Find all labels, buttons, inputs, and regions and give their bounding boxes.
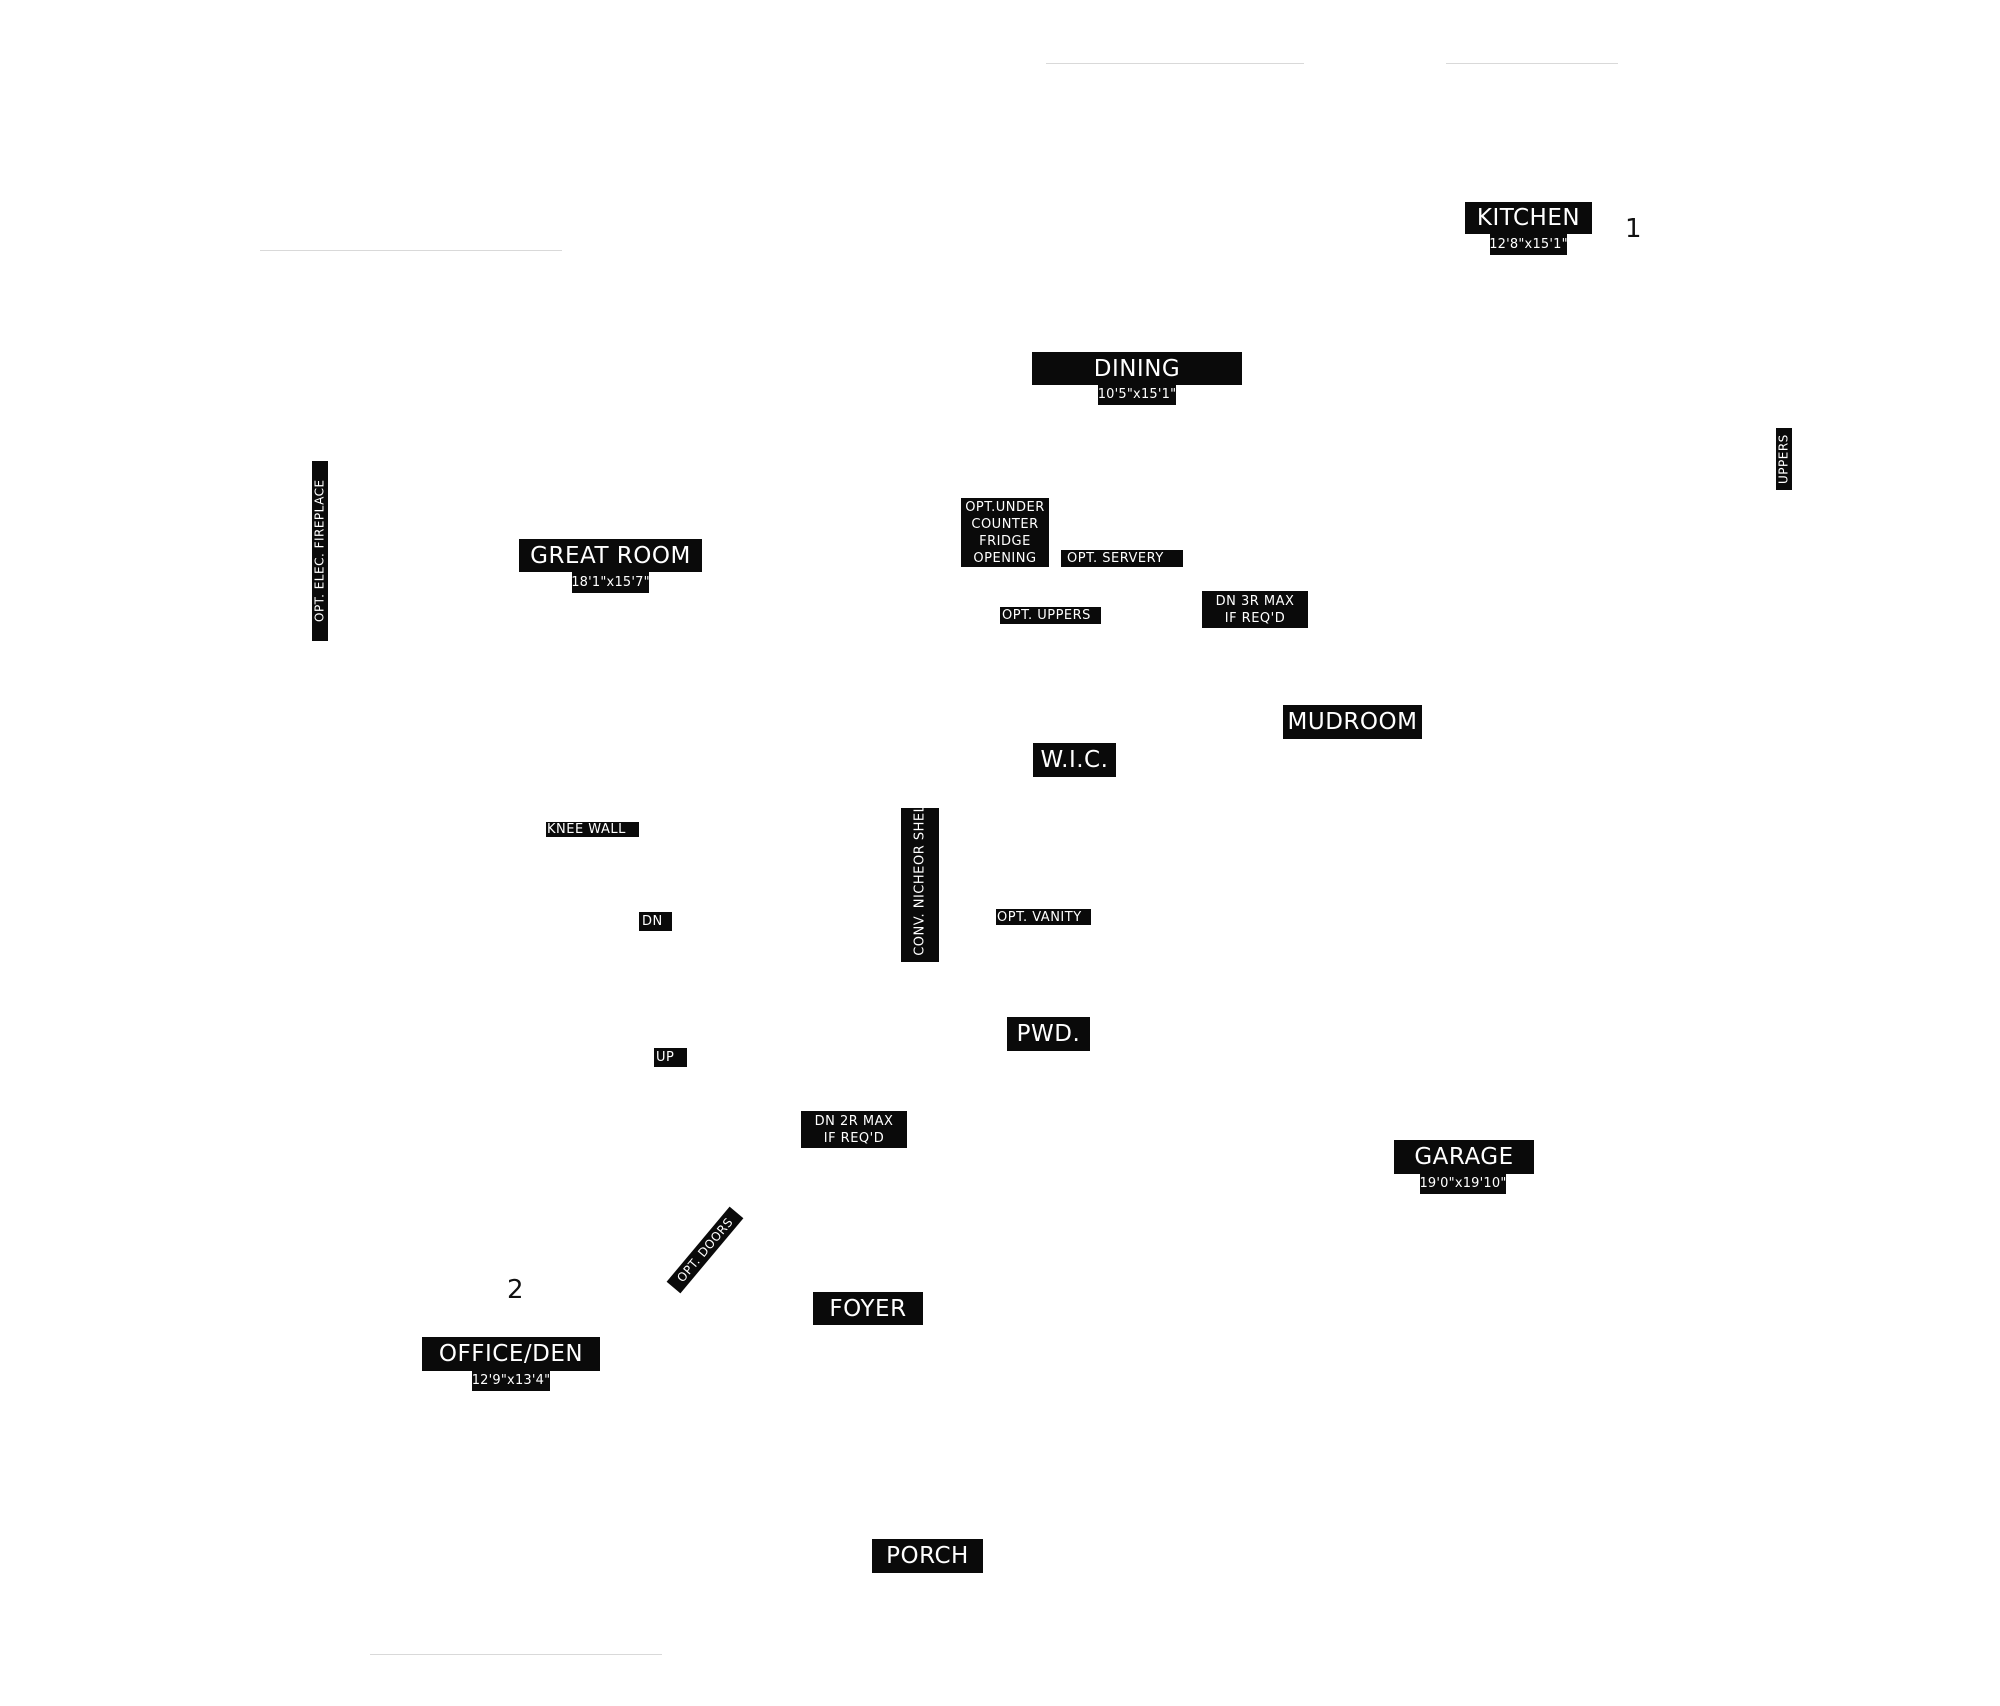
knee-wall-note: KNEE WALL	[546, 822, 639, 837]
guide-line	[1046, 63, 1304, 64]
note-line: FRIDGE	[979, 533, 1031, 549]
dining-dimensions: 10'5"x15'1"	[1098, 384, 1176, 405]
guide-line	[370, 1654, 662, 1655]
opt-vanity-note: OPT. VANITY	[996, 909, 1091, 925]
office-den-dimensions: 12'9"x13'4"	[472, 1370, 550, 1391]
note-line: OR SHELVES	[912, 779, 928, 865]
opt-under-counter-fridge-note: OPT.UNDER COUNTER FRIDGE OPENING	[961, 498, 1049, 567]
guide-line	[1446, 63, 1618, 64]
note-line: DN 3R MAX	[1215, 593, 1295, 609]
marker-1: 1	[1625, 214, 1642, 244]
opt-servery-note: OPT. SERVERY	[1061, 550, 1183, 567]
office-den-label: OFFICE/DEN	[422, 1337, 600, 1371]
opt-uppers-note: OPT. UPPERS	[1000, 607, 1101, 624]
dn-3r-max-note: DN 3R MAX IF REQ'D	[1202, 591, 1308, 628]
uppers-note: UPPERS	[1776, 428, 1792, 490]
note-line: OPT.UNDER	[965, 499, 1045, 515]
foyer-label: FOYER	[813, 1292, 923, 1325]
note-line: IF REQ'D	[1224, 610, 1286, 626]
guide-line	[260, 250, 562, 251]
dining-label: DINING	[1032, 352, 1242, 385]
marker-2: 2	[507, 1275, 524, 1305]
porch-label: PORCH	[872, 1539, 983, 1573]
note-line: IF REQ'D	[823, 1130, 885, 1146]
garage-dimensions: 19'0"x19'10"	[1419, 1173, 1506, 1194]
great-room-dimensions: 18'1"x15'7"	[571, 572, 650, 593]
wic-label: W.I.C.	[1033, 743, 1116, 777]
opt-conv-niche-note: OPT. CONV. NICHE OR SHELVES	[901, 779, 939, 991]
pwd-label: PWD.	[1007, 1017, 1090, 1051]
kitchen-dimensions: 12'8"x15'1"	[1489, 234, 1568, 255]
great-room-label: GREAT ROOM	[519, 539, 702, 572]
opt-doors-note: OPT. DOORS	[666, 1206, 744, 1294]
dn-note: DN	[639, 912, 672, 931]
dn-2r-max-note: DN 2R MAX IF REQ'D	[801, 1111, 907, 1148]
note-line: OPT. CONV. NICHE	[912, 864, 928, 991]
note-line: DN 2R MAX	[814, 1113, 894, 1129]
garage-label: GARAGE	[1394, 1140, 1534, 1174]
note-line: COUNTER	[971, 516, 1039, 532]
note-line: OPENING	[973, 550, 1037, 566]
opt-elec-fireplace-note: OPT. ELEC. FIREPLACE	[312, 461, 328, 641]
mudroom-label: MUDROOM	[1283, 705, 1422, 739]
up-note: UP	[654, 1048, 687, 1067]
kitchen-label: KITCHEN	[1465, 202, 1592, 234]
